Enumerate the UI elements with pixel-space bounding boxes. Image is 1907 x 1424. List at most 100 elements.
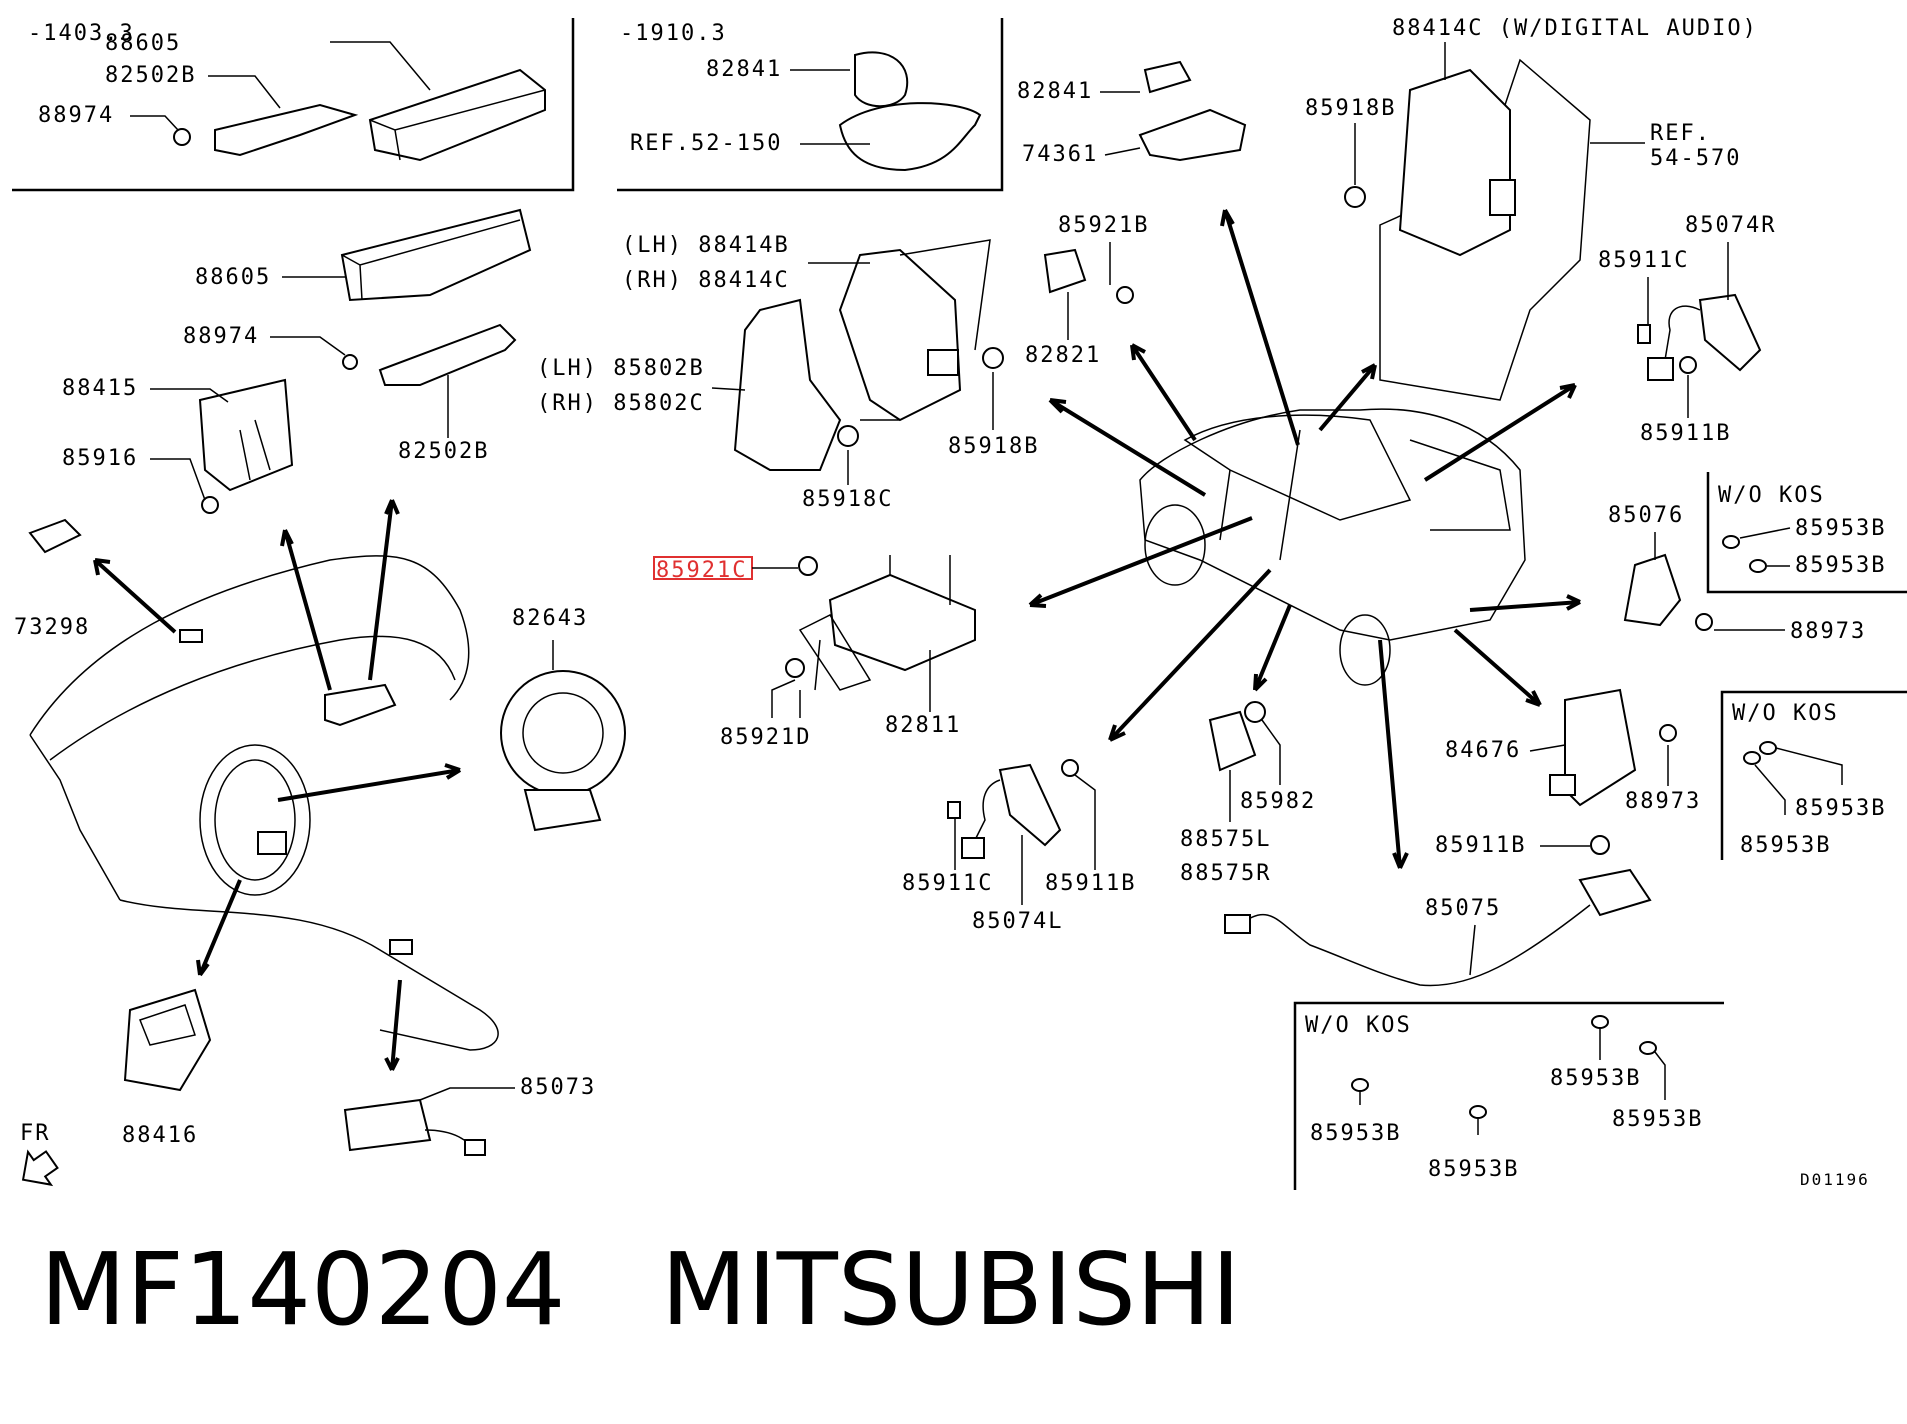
label-88575R: 88575R: [1180, 861, 1271, 886]
arrow-85918B-top: [1318, 363, 1377, 432]
arrow-82821: [1130, 343, 1197, 442]
label-85911B-r: 85911B: [1640, 421, 1731, 446]
arrow-82811: [1028, 516, 1253, 608]
control-unit-88414: [838, 248, 962, 422]
arrow-85074R: [1423, 383, 1577, 482]
label-88973-b: 88973: [1625, 789, 1701, 814]
label-82643: 82643: [512, 606, 588, 631]
label-54-570: 54-570: [1650, 146, 1741, 171]
arrow-88414C: [1220, 209, 1300, 446]
wo-kos-label-3b: 85953B: [1428, 1157, 1519, 1182]
label-85073: 85073: [520, 1075, 596, 1100]
bracket-82502B: [378, 323, 517, 386]
wo-kos-title-1: W/O KOS: [1718, 483, 1825, 508]
footer-part-number: MF140204: [40, 1231, 566, 1348]
inset-top-mid: -1910.3 82841 REF.52-150: [617, 18, 1004, 192]
bolt-88974: [342, 354, 358, 370]
sensor-85074R: [1698, 293, 1762, 372]
label-85921D: 85921D: [720, 725, 811, 750]
label-lh-88414B: (LH) 88414B: [622, 233, 790, 258]
wo-kos-label-3a: 85953B: [1310, 1121, 1401, 1146]
label-88973-a: 88973: [1790, 619, 1866, 644]
label-88974-inset: 88974: [38, 103, 114, 128]
label-88974: 88974: [183, 324, 259, 349]
nut-85918B-top: [1344, 186, 1366, 208]
inset-date: -1403.3: [28, 21, 135, 46]
label-88605-inset: 88605: [105, 31, 181, 56]
clip-85911B-r: [1679, 356, 1697, 374]
bolt-85921B: [1116, 286, 1134, 304]
label-85921C: 85921C: [656, 558, 747, 583]
control-unit-88414C: [1398, 68, 1511, 257]
sensor-88575: [1208, 710, 1257, 772]
arrow-88415: [280, 529, 332, 691]
wo-kos-label-2b: 85953B: [1740, 833, 1831, 858]
label-82811: 82811: [885, 713, 961, 738]
label-ref: REF.: [1650, 121, 1711, 146]
footer-title: MF140204 MITSUBISHI: [40, 1240, 1241, 1340]
clock-spring-82643: [500, 670, 626, 796]
bolt-88973-a: [1695, 613, 1713, 631]
label-85076: 85076: [1608, 503, 1684, 528]
label-84676: 84676: [1445, 738, 1521, 763]
switch-88416: [123, 988, 212, 1092]
cover-73298: [28, 518, 82, 554]
label-85074R: 85074R: [1685, 213, 1776, 238]
label-88416: 88416: [122, 1123, 198, 1148]
clock-spring-82841: [1143, 60, 1192, 94]
sensor-85073-mount: [389, 939, 413, 955]
switch-panel-88416-mount: [257, 831, 287, 855]
nut-85918C: [837, 425, 859, 447]
label-85075: 85075: [1425, 896, 1501, 921]
wo-kos-box-3: W/O KOS 85953B 85953B 85953B 85953B: [1293, 1001, 1724, 1190]
sensor-73298-mount: [179, 629, 203, 643]
wo-kos-title-3: W/O KOS: [1305, 1013, 1412, 1038]
label-85911C-r: 85911C: [1598, 248, 1689, 273]
inset-date-mid: -1910.3: [620, 21, 727, 46]
arrow-88414: [1048, 398, 1207, 497]
arrow-82643: [277, 763, 462, 802]
wo-kos-label-2a: 85953B: [1795, 796, 1886, 821]
label-82502B-inset: 82502B: [105, 63, 196, 88]
control-unit-88605-small: [368, 68, 546, 162]
arrow-88416: [196, 879, 242, 977]
label-85911B-m: 85911B: [1045, 871, 1136, 896]
wo-kos-label-3d: 85953B: [1612, 1107, 1703, 1132]
srs-unit-82811: [828, 573, 976, 672]
footer-brand: MITSUBISHI: [660, 1231, 1241, 1348]
arrow-85076: [1469, 594, 1581, 612]
label-85918C: 85918C: [802, 487, 893, 512]
bolt-85921C: [798, 556, 818, 576]
label-85982: 85982: [1240, 789, 1316, 814]
label-88414C-digital-audio: 88414C (W/DIGITAL AUDIO): [1392, 16, 1758, 41]
label-82841-inset: 82841: [706, 57, 782, 82]
harness-85075: [1239, 904, 1591, 987]
bracket-85802: [733, 298, 842, 471]
label-85918B-mid: 85918B: [948, 434, 1039, 459]
front-direction-marker: FR: [20, 1121, 59, 1187]
arrow-84676: [1453, 628, 1542, 707]
nut-85982: [1244, 701, 1266, 723]
wo-kos-box-2: W/O KOS 85953B 85953B: [1720, 690, 1907, 860]
wo-kos-title-2: W/O KOS: [1732, 701, 1839, 726]
diagram-code: D01196: [1800, 1170, 1870, 1189]
label-85074L: 85074L: [972, 909, 1063, 934]
label-82502B: 82502B: [398, 439, 489, 464]
label-85921B: 85921B: [1058, 213, 1149, 238]
wo-kos-box-1: W/O KOS 85953B 85953B: [1706, 472, 1907, 594]
label-82821: 82821: [1025, 343, 1101, 368]
front-label: FR: [20, 1121, 51, 1146]
vehicle-outline: [1139, 408, 1526, 686]
clock-spring-82841-small: [854, 51, 909, 108]
label-88575L: 88575L: [1180, 827, 1271, 852]
label-85916: 85916: [62, 446, 138, 471]
label-rh-88414C: (RH) 88414C: [622, 268, 790, 293]
nut-85918B-mid: [982, 347, 1004, 369]
airbag-module-dash: [324, 683, 397, 727]
bolt-88973-b: [1659, 724, 1677, 742]
wo-kos-label-1b: 85953B: [1795, 553, 1886, 578]
arrow-85075: [1378, 639, 1409, 869]
label-82841: 82841: [1017, 79, 1093, 104]
arrow-85073: [384, 979, 402, 1071]
